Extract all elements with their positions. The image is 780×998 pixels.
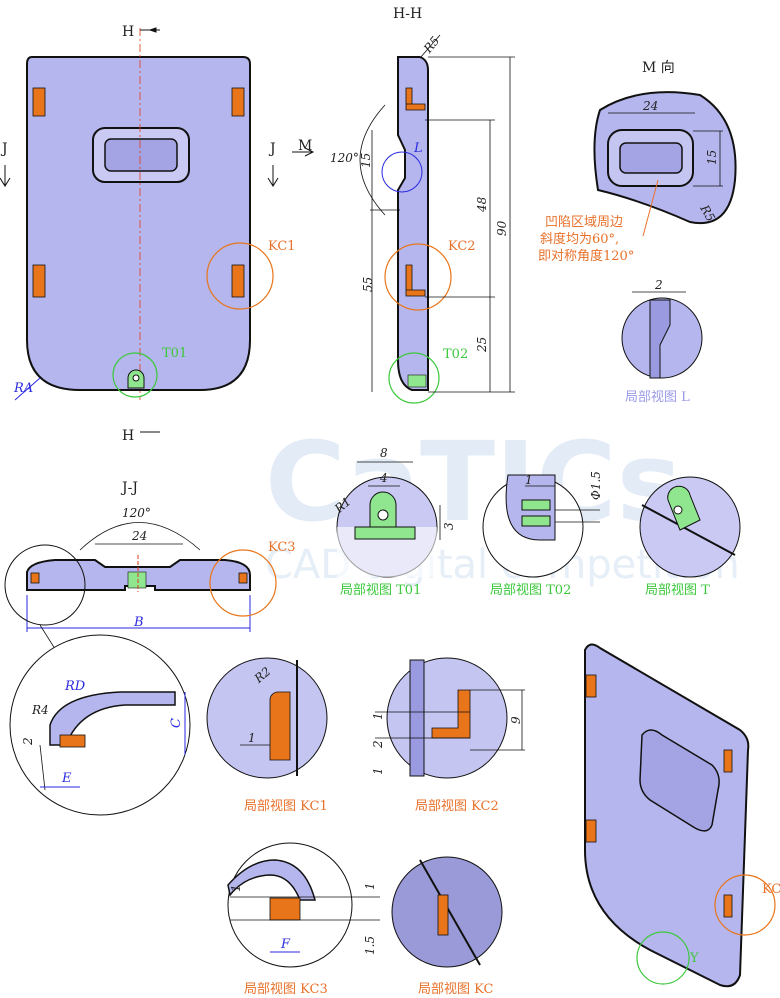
dim-l-2: 2 [654, 278, 663, 292]
dim-e: E [61, 771, 72, 786]
dim-jj-24: 24 [131, 529, 147, 543]
detail-edge: RD R4 C 2 E [9, 634, 191, 816]
label-kc2: KC2 [448, 239, 476, 254]
label-t01: T01 [162, 346, 187, 361]
dim-kc1-1: 1 [248, 731, 256, 745]
dim-angle-120: 120° [330, 151, 359, 165]
detail-t01: 8 4 R1 3 局部视图 T01 [331, 446, 456, 598]
detail-kc1: R2 1 局部视图 KC1 [206, 657, 328, 814]
dim-edge-2: 2 [21, 737, 35, 746]
dim-m-15: 15 [705, 150, 719, 165]
kc2-circle [384, 243, 452, 311]
t02-circle [388, 352, 440, 404]
section-jj-title: J-J [120, 480, 138, 496]
detail-kc2: 1 2 1 9 局部视图 KC2 [371, 657, 525, 814]
watermark-logo: CaTICs [265, 418, 682, 546]
detail-kc1-title: 局部视图 KC1 [244, 799, 328, 814]
iso-view: KC Y [584, 643, 780, 988]
dim-kc2-2: 2 [371, 740, 385, 749]
dim-15: 15 [359, 153, 373, 168]
label-t02: T02 [443, 347, 468, 362]
dim-jj-120: 120° [122, 506, 151, 520]
detail-kc-title: 局部视图 KC [418, 982, 493, 997]
detail-kc3-title: 局部视图 KC3 [244, 982, 328, 997]
dim-m-24: 24 [642, 99, 658, 113]
dim-kc2-1a: 1 [371, 712, 385, 720]
detail-t01-title: 局部视图 T01 [340, 583, 421, 598]
dim-90: 90 [495, 220, 509, 236]
front-view: H H J J M KC1 T01 RA [0, 24, 315, 444]
detail-kc2-title: 局部视图 KC2 [415, 799, 499, 814]
section-mark-h-bottom: H [122, 428, 134, 444]
detail-l-title: 局部视图 L [625, 390, 690, 405]
section-mark-h-top: H [122, 24, 134, 40]
l-circle [381, 151, 423, 193]
section-hh-title: H-H [393, 6, 422, 22]
detail-kc: 局部视图 KC [391, 856, 503, 997]
dim-t01-3: 3 [442, 522, 456, 530]
dim-rd: RD [64, 679, 86, 694]
label-kc3: KC3 [268, 540, 296, 555]
dim-f: F [280, 937, 291, 952]
dim-t02-dia: Φ1.5 [589, 471, 603, 500]
label-kc: KC [762, 882, 780, 897]
view-m: M 向 24 15 R5 凹陷区域周边 斜度均为60°, 即对称角度120° [538, 60, 737, 264]
dim-c: C [169, 718, 184, 728]
kc-circle [714, 874, 776, 936]
label-kc1: KC1 [268, 239, 296, 254]
dim-48: 48 [475, 196, 489, 213]
note-line-3: 即对称角度120° [538, 248, 634, 264]
edge-detail-circle [4, 544, 86, 626]
dim-kc3-1b: 1 [363, 882, 377, 890]
section-hh: H-H R5 120° 15 55 48 90 25 L KC2 T02 [330, 6, 515, 404]
detail-l: 2 局部视图 L [621, 278, 703, 405]
y-circle [636, 931, 690, 985]
t01-circle [112, 352, 158, 398]
label-ra: RA [13, 381, 33, 396]
dim-t02-1: 1 [525, 473, 533, 487]
note-line-1: 凹陷区域周边 [545, 215, 623, 230]
label-l: L [413, 141, 423, 156]
dim-kc3-1-5: 1.5 [363, 936, 377, 955]
detail-t02: 1 Φ1.5 局部视图 T02 [482, 471, 603, 598]
view-m-title: M 向 [642, 60, 675, 76]
dim-25: 25 [475, 337, 489, 353]
dim-kc3-1a: 1 [229, 884, 243, 892]
label-y: Y [689, 951, 699, 966]
dim-b: B [133, 615, 144, 630]
section-mark-j-right: J [268, 141, 276, 157]
detail-kc3: 1 1 F 1.5 局部视图 KC3 [227, 842, 380, 997]
detail-t: 局部视图 T [639, 476, 741, 598]
kc1-circle [206, 242, 274, 310]
dim-r4: R4 [31, 703, 49, 717]
section-mark-j-left: J [0, 141, 8, 157]
dim-t01-8: 8 [380, 446, 388, 460]
note-line-2: 斜度均为60°, [540, 231, 619, 247]
dim-55: 55 [361, 277, 375, 292]
detail-t-title: 局部视图 T [645, 583, 710, 598]
view-mark-m: M [298, 138, 312, 154]
dim-kc2-9: 9 [509, 716, 523, 724]
kc3-circle [209, 549, 277, 617]
dim-r5: R5 [420, 34, 442, 57]
section-jj: J-J 120° 24 KC3 B [4, 480, 296, 661]
dim-kc2-1b: 1 [371, 767, 385, 775]
detail-t02-title: 局部视图 T02 [490, 583, 571, 598]
dim-t01-4: 4 [379, 471, 388, 485]
